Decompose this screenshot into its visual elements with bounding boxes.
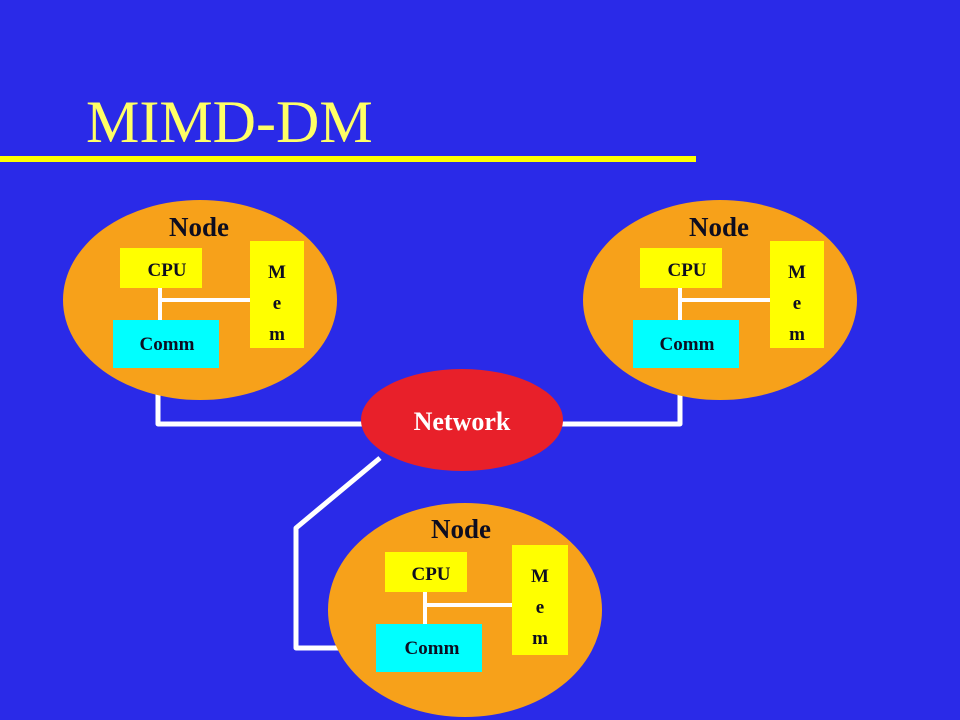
node-1-cpu-label: CPU <box>147 260 186 281</box>
node-2-cpu-label: CPU <box>667 260 706 281</box>
node-2-mem-label-m: M <box>788 262 806 283</box>
node-1-mem-box <box>250 241 304 348</box>
node-3-comm-label: Comm <box>405 638 460 659</box>
node-3: Node CPU M e m Comm <box>328 503 602 717</box>
node-2-mem-label-m2: m <box>789 324 805 345</box>
node-2-label: Node <box>689 212 749 242</box>
slide-title: MIMD-DM <box>86 89 373 155</box>
node-1: Node CPU M e m Comm <box>63 200 337 400</box>
node-3-label: Node <box>431 514 491 544</box>
node-3-mem-box <box>512 545 568 655</box>
node-3-cpu-label: CPU <box>411 564 450 585</box>
node-3-mem-label-e: e <box>536 597 544 618</box>
node-2-comm-label: Comm <box>660 334 715 355</box>
network-ellipse <box>361 369 563 471</box>
node-1-mem-label-m2: m <box>269 324 285 345</box>
node-1-comm-box <box>113 320 219 368</box>
node-1-mem-label-e: e <box>273 293 281 314</box>
network-hub: Network <box>361 369 563 471</box>
node-2: Node CPU M e m Comm <box>583 200 857 400</box>
node-1-label: Node <box>169 212 229 242</box>
wire-node-3-to-network <box>293 456 382 651</box>
node-3-mem-label-m: M <box>531 566 549 587</box>
node-1-comm-label: Comm <box>140 334 195 355</box>
node-2-cpu-box <box>640 248 722 288</box>
network-label: Network <box>414 407 511 436</box>
node-2-mem-label-e: e <box>793 293 801 314</box>
node-3-cpu-box <box>385 552 467 592</box>
node-2-mem-box <box>770 241 824 348</box>
node-2-comm-box <box>633 320 739 368</box>
title-underline <box>0 156 696 162</box>
node-1-mem-label-m: M <box>268 262 286 283</box>
node-3-mem-label-m2: m <box>532 628 548 649</box>
node-1-cpu-box <box>120 248 202 288</box>
node-3-comm-box <box>376 624 482 672</box>
